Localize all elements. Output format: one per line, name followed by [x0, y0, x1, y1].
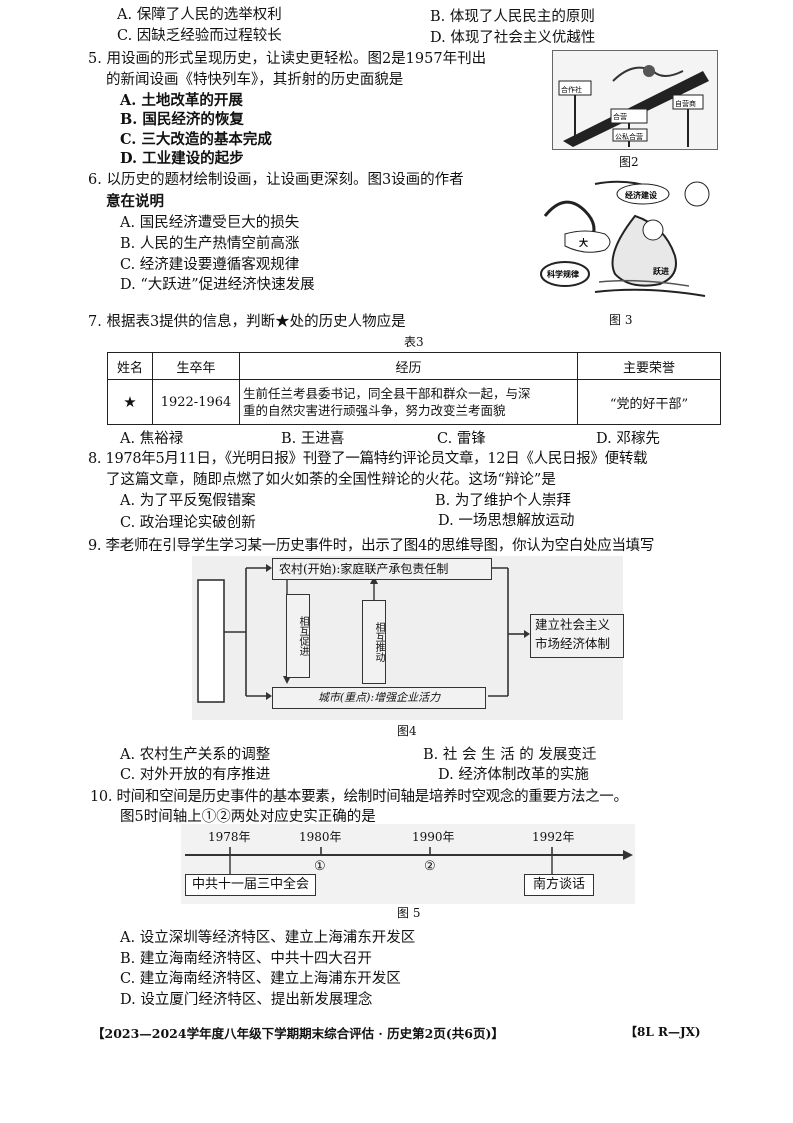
- q5-option-d: D. 工业建设的起步: [120, 150, 244, 167]
- figure-3-cartoon: 经济建设 大 跃进 科学规律: [535, 176, 719, 302]
- q6-option-b: B. 人民的生产热情空前高涨: [120, 236, 300, 252]
- figure-2-label-1: 合营: [613, 112, 627, 121]
- urban-reform-box: 城市(重点):增强企业活力: [272, 687, 486, 709]
- q7-stem: 7. 根据表3提供的信息，判断★处的历史人物应是: [88, 314, 406, 330]
- q10-option-d: D. 设立厦门经济特区、提出新发展理念: [120, 992, 373, 1008]
- year-1992: 1992年: [532, 830, 575, 844]
- header-experience: 经历: [239, 352, 578, 380]
- header-name: 姓名: [107, 352, 153, 380]
- q9-stem: 9. 李老师在引导学生学习某一历史事件时，出示了图4的思维导图，你认为空白处应当…: [88, 538, 655, 554]
- q7-option-d: D. 邓稼先: [596, 431, 660, 447]
- market-economy-box: 建立社会主义 市场经济体制: [530, 614, 624, 658]
- q10-stem-line1: 10. 时间和空间是历史事件的基本要素，绘制时间轴是培养时空观念的重要方法之一。: [90, 789, 628, 805]
- q8-option-d: D. 一场思想解放运动: [438, 513, 575, 529]
- market-economy-line1: 建立社会主义: [535, 617, 611, 632]
- event-third-plenum: 中共十一届三中全会: [185, 874, 317, 896]
- q9-option-d: D. 经济体制改革的实施: [438, 767, 589, 783]
- figure-5-timeline: 1978年 1980年 1990年 1992年 ① ② 中共十一届三中全会 南方…: [181, 824, 635, 904]
- q4-option-a: A. 保障了人民的选举权利: [117, 7, 282, 23]
- q7-option-b: B. 王进喜: [281, 431, 345, 447]
- figure-2-label-3: 自营商: [675, 99, 696, 108]
- table-3-caption: 表3: [404, 335, 424, 349]
- year-1990: 1990年: [412, 830, 455, 844]
- q8-stem-line2: 了这篇文章，随即点燃了如火如荼的全国性辩论的火花。这场“辩论”是: [106, 472, 556, 488]
- page-footer: 【2023—2024学年度八年级下学期期末综合评估 · 历史第2页(共6页)】: [92, 1026, 504, 1041]
- figure-3-label-3: 科学规律: [547, 269, 579, 279]
- figure-2-caption: 图2: [619, 155, 639, 169]
- q6-option-c: C. 经济建设要遵循客观规律: [120, 257, 300, 273]
- cell-experience-line1: 生前任兰考县委书记，同全县干部和群众一起，与深: [243, 386, 531, 401]
- figure-5-caption: 图 5: [397, 906, 421, 920]
- mutual-promotion-box: 相互促进: [286, 594, 310, 678]
- q9-option-c: C. 对外开放的有序推进: [120, 767, 271, 783]
- q4-option-c: C. 因缺乏经验而过程较长: [117, 28, 282, 44]
- q10-stem-line2: 图5时间轴上①②两处对应史实正确的是: [120, 809, 376, 825]
- q7-option-c: C. 雷锋: [437, 431, 486, 447]
- header-years: 生卒年: [152, 352, 240, 380]
- figure-4-caption: 图4: [397, 724, 417, 738]
- year-1978: 1978年: [208, 830, 251, 844]
- train-cartoon-drawing: 合作社 合营 公私合营 自营商: [553, 51, 717, 149]
- q5-stem-line2: 的新闻设画《特快列车》，其折射的历史面貌是: [106, 72, 404, 88]
- cell-honor: “党的好干部”: [577, 379, 721, 425]
- table-header-row: 姓名 生卒年 经历 主要荣誉: [107, 352, 721, 380]
- q8-option-b: B. 为了维护个人崇拜: [435, 493, 571, 509]
- figure-2-label-0: 合作社: [561, 85, 582, 94]
- q5-option-a: A. 土地改革的开展: [120, 92, 243, 109]
- market-economy-line2: 市场经济体制: [535, 636, 611, 651]
- figure-3-label-1: 大: [579, 237, 588, 249]
- q5-stem-line1: 5. 用设画的形式呈现历史，让读史更轻松。图2是1957年刊出: [88, 51, 487, 67]
- figure-3-caption: 图 3: [609, 313, 633, 327]
- q9-option-b: B. 社 会 生 活 的 发展变迁: [423, 747, 597, 763]
- q8-stem-line1: 8. 1978年5月11日，《光明日报》刊登了一篇特约评论员文章，12日《人民日…: [88, 451, 648, 467]
- figure-3-label-2: 跃进: [653, 266, 669, 276]
- leap-cartoon-drawing: 经济建设 大 跃进 科学规律: [540, 180, 710, 297]
- header-honor: 主要荣誉: [577, 352, 721, 380]
- year-1980: 1980年: [299, 830, 342, 844]
- q5-option-b: B. 国民经济的恢复: [120, 111, 244, 128]
- timeline-mark-1: ①: [314, 859, 326, 874]
- q10-option-c: C. 建立海南经济特区、建立上海浦东开发区: [120, 971, 401, 987]
- event-southern-tour: 南方谈话: [524, 874, 595, 896]
- timeline-mark-2: ②: [424, 859, 436, 874]
- q4-option-b: B. 体现了人民民主的原则: [430, 9, 595, 25]
- table-row: ★ 1922-1964 生前任兰考县委书记，同全县干部和群众一起，与深 重的自然…: [107, 379, 721, 425]
- q7-option-a: A. 焦裕禄: [120, 431, 184, 447]
- q10-option-a: A. 设立深圳等经济特区、建立上海浦东开发区: [120, 930, 416, 946]
- q4-option-d: D. 体现了社会主义优越性: [430, 30, 596, 46]
- figure-4-mindmap: 农村(开始):家庭联产承包责任制 城市(重点):增强企业活力 相互促进 相互推动…: [192, 556, 624, 720]
- q9-option-a: A. 农村生产关系的调整: [120, 747, 271, 763]
- page-code: 【8L R—JX): [625, 1025, 701, 1039]
- q8-option-c: C. 政治理论实破创新: [120, 515, 256, 531]
- q8-option-a: A. 为了平反冤假错案: [120, 493, 256, 509]
- figure-3-label-0: 经济建设: [625, 190, 657, 200]
- cell-experience: 生前任兰考县委书记，同全县干部和群众一起，与深 重的自然灾害进行顽强斗争，努力改…: [239, 379, 578, 425]
- q6-stem-line2: 意在说明: [106, 193, 164, 210]
- timeline-axis: [185, 847, 633, 874]
- q5-option-c: C. 三大改造的基本完成: [120, 131, 272, 148]
- cell-experience-line2: 重的自然灾害进行顽强斗争，努力改变兰考面貌: [243, 403, 506, 418]
- q6-option-d: D. “大跃进”促进经济快速发展: [120, 277, 315, 293]
- cell-name-star: ★: [107, 379, 153, 425]
- cell-years: 1922-1964: [152, 379, 240, 425]
- figure-2-label-2: 公私合营: [615, 132, 643, 141]
- table-3: 姓名 生卒年 经历 主要荣誉 ★ 1922-1964 生前任兰考县委书记，同全县…: [107, 352, 721, 425]
- blank-answer-box: [197, 579, 225, 703]
- q10-option-b: B. 建立海南经济特区、中共十四大召开: [120, 951, 372, 967]
- mutual-drive-box: 相互推动: [362, 600, 386, 684]
- q6-option-a: A. 国民经济遭受巨大的损失: [120, 215, 300, 231]
- q6-stem-line1: 6. 以历史的题材绘制设画，让设画更深刻。图3设画的作者: [88, 172, 464, 188]
- rural-reform-box: 农村(开始):家庭联产承包责任制: [272, 558, 492, 580]
- figure-2-cartoon: 合作社 合营 公私合营 自营商: [552, 50, 718, 150]
